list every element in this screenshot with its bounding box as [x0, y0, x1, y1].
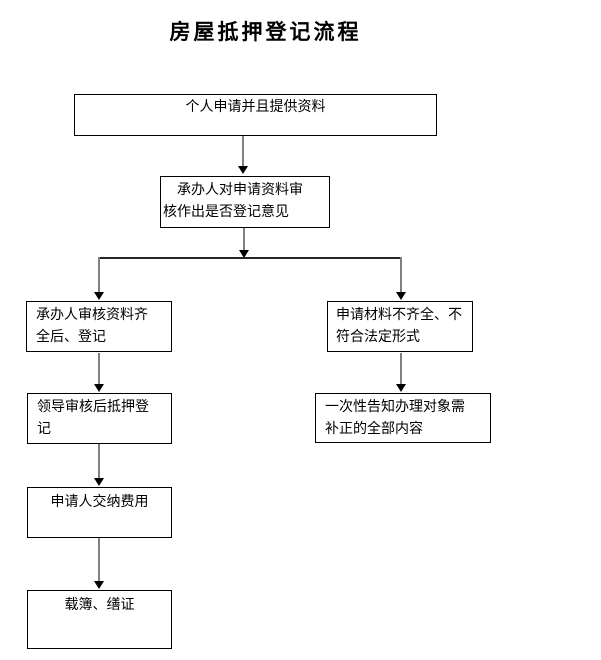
connector-junction-complete-line — [98, 257, 100, 292]
node-notify-corrections: 一次性告知办理对象需 补正的全部内容 — [315, 393, 491, 443]
arrowhead-down-icon — [239, 250, 249, 258]
arrowhead-down-icon — [94, 581, 104, 589]
node-materials-complete: 承办人审核资料齐 全后、登记 — [26, 301, 172, 352]
connector-leader-pay-line — [98, 444, 100, 478]
arrowhead-down-icon — [396, 384, 406, 392]
connector-junction-incomplete-line — [400, 257, 402, 292]
connector-pay-certificate-line — [98, 538, 100, 581]
connector-review-junction-line — [243, 228, 245, 250]
junction-horizontal-line — [99, 257, 402, 259]
arrowhead-down-icon — [396, 292, 406, 300]
node-certificate: 载簿、缮证 — [27, 590, 172, 649]
arrowhead-down-icon — [94, 384, 104, 392]
node-pay-fees: 申请人交纳费用 — [27, 487, 172, 538]
node-materials-incomplete: 申请材料不齐全、不 符合法定形式 — [327, 301, 473, 352]
connector-apply-review-line — [242, 136, 244, 166]
node-apply: 个人申请并且提供资料 — [74, 94, 437, 136]
arrowhead-down-icon — [238, 166, 248, 174]
arrowhead-down-icon — [94, 292, 104, 300]
flowchart-title: 房屋抵押登记流程 — [169, 20, 362, 44]
connector-incomplete-notify-line — [400, 353, 402, 384]
node-review: 承办人对申请资料审 核作出是否登记意见 — [160, 176, 330, 228]
arrowhead-down-icon — [94, 478, 104, 486]
connector-complete-leader-line — [98, 353, 100, 384]
node-leader-approval: 领导审核后抵押登 记 — [27, 393, 172, 444]
